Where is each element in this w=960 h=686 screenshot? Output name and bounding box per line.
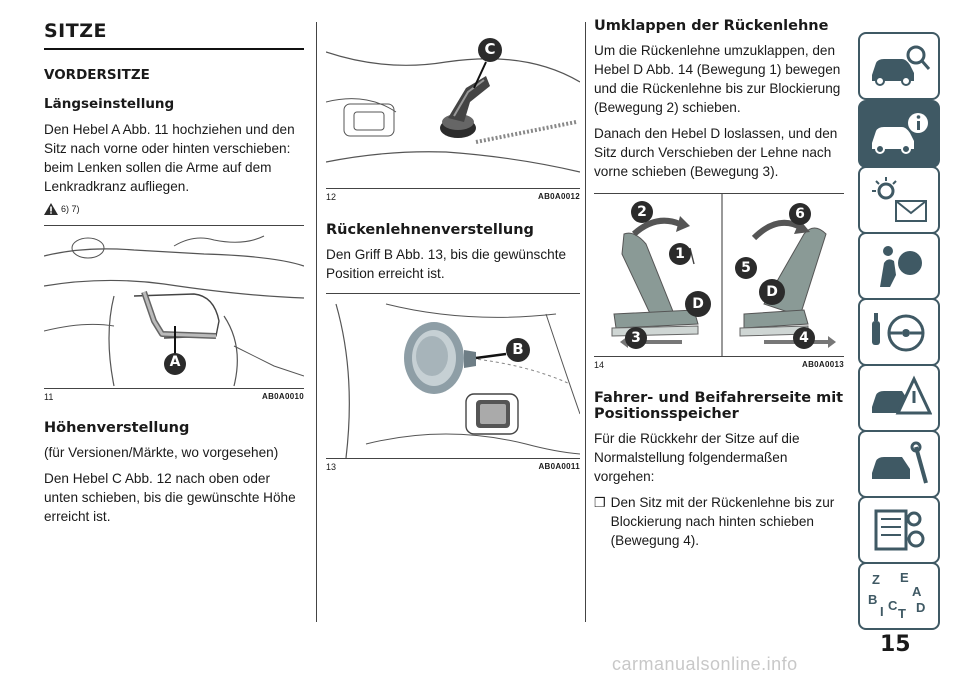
subheading-hoehenverstellung: Höhenverstellung [44, 420, 190, 436]
index-letter: A [912, 584, 922, 599]
index-letter: D [916, 600, 926, 615]
warning-lights-icon[interactable] [858, 166, 940, 234]
callout-label: 1 [675, 246, 685, 262]
callout-label: D [766, 284, 778, 300]
warning-triangle-icon [44, 203, 58, 215]
column-2: C 12 AB0A0012 Rückenlehnenverstellung De… [326, 22, 580, 472]
figure-caption: 11 AB0A0010 [44, 389, 304, 402]
figure-14: 2 1 D 3 6 5 D 4 [594, 193, 844, 357]
column-1: SITZE VORDERSITZE Längseinstellung Den H… [44, 18, 304, 533]
seat-fold-diagram [611, 194, 836, 356]
subheading-umklappen: Umklappen der Rückenlehne [594, 18, 829, 34]
paragraph: Den Hebel A Abb. 11 hochziehen und den S… [44, 122, 295, 194]
car-search-icon[interactable] [858, 32, 940, 100]
column-3: Umklappen der Rückenlehne Um die Rückenl… [594, 18, 844, 550]
callout-label: 2 [637, 204, 647, 220]
technical-data-icon[interactable] [858, 496, 940, 564]
index-letter: I [880, 604, 884, 619]
index-letter: Z [872, 572, 880, 587]
callout-label: 5 [741, 260, 751, 276]
list-item: ❒ Den Sitz mit der Rückenlehne bis zur B… [594, 493, 844, 550]
page-title: SITZE [44, 20, 107, 42]
paragraph: (für Versionen/Märkte, wo vorgesehen) [44, 445, 279, 460]
airbag-safety-icon[interactable] [858, 232, 940, 300]
maintenance-car-icon[interactable] [858, 430, 940, 498]
list-item-text: Den Sitz mit der Rückenlehne bis zur Blo… [610, 495, 835, 548]
height-lever-illustration [326, 38, 580, 173]
paragraph: Danach den Hebel D loslassen, und den Si… [594, 126, 838, 179]
callout-label: D [692, 296, 704, 312]
figure-code: AB0A0013 [802, 360, 844, 369]
paragraph: Den Hebel C Abb. 12 nach oben oder unten… [44, 471, 296, 524]
figure-code: AB0A0011 [538, 462, 580, 471]
callout-label: 3 [631, 330, 641, 346]
subheading-laengseinstellung: Längseinstellung [44, 96, 175, 112]
paragraph: Um die Rückenlehne umzuklappen, den Hebe… [594, 43, 841, 115]
figure-caption: 14 AB0A0013 [594, 357, 844, 370]
column-divider [585, 22, 586, 622]
paragraph: Den Griff B Abb. 13, bis die gewünschte … [326, 247, 567, 281]
callout-label: 4 [799, 330, 809, 346]
figure-13: B [326, 293, 580, 459]
section-heading: VORDERSITZE [44, 67, 150, 83]
callout-label: B [512, 340, 524, 358]
callout-label: 6 [795, 206, 805, 222]
figure-number: 14 [594, 360, 605, 370]
subheading-positionsspeicher: Fahrer- und Beifahrerseite mit Positions… [594, 390, 844, 422]
index-letters-icon[interactable]: Z E A B C D I T [858, 562, 940, 630]
emergency-triangle-icon[interactable] [858, 364, 940, 432]
index-letter: B [868, 592, 878, 607]
title-rule [44, 48, 304, 50]
steering-wheel-icon[interactable] [858, 298, 940, 366]
paragraph: Für die Rückkehr der Sitze auf die Norma… [594, 431, 800, 484]
figure-code: AB0A0012 [538, 192, 580, 201]
figure-11: A [44, 225, 304, 389]
figure-number: 11 [44, 392, 54, 402]
warning-ref-text: 6) 7) [61, 204, 80, 214]
figure-number: 13 [326, 462, 337, 472]
car-info-icon[interactable] [858, 100, 940, 168]
checkbox-bullet-icon: ❒ [594, 495, 606, 510]
figure-number: 12 [326, 192, 337, 202]
column-divider [316, 22, 317, 622]
seat-lever-illustration [44, 235, 304, 387]
figure-caption: 12 AB0A0012 [326, 189, 580, 202]
index-letter: T [898, 606, 906, 621]
figure-caption: 13 AB0A0011 [326, 459, 580, 472]
backrest-knob-illustration [335, 303, 580, 458]
page-number: 15 [880, 632, 911, 657]
subheading-rueckenlehnenverstellung: Rückenlehnenverstellung [326, 222, 534, 238]
callout-label: C [484, 40, 496, 58]
watermark: carmanualsonline.info [612, 654, 798, 674]
callout-label: A [169, 354, 181, 370]
index-letter: E [900, 570, 909, 585]
figure-12: C [326, 22, 580, 189]
warning-reference: 6) 7) [44, 203, 304, 215]
index-letter: C [888, 598, 898, 613]
figure-code: AB0A0010 [262, 392, 304, 401]
